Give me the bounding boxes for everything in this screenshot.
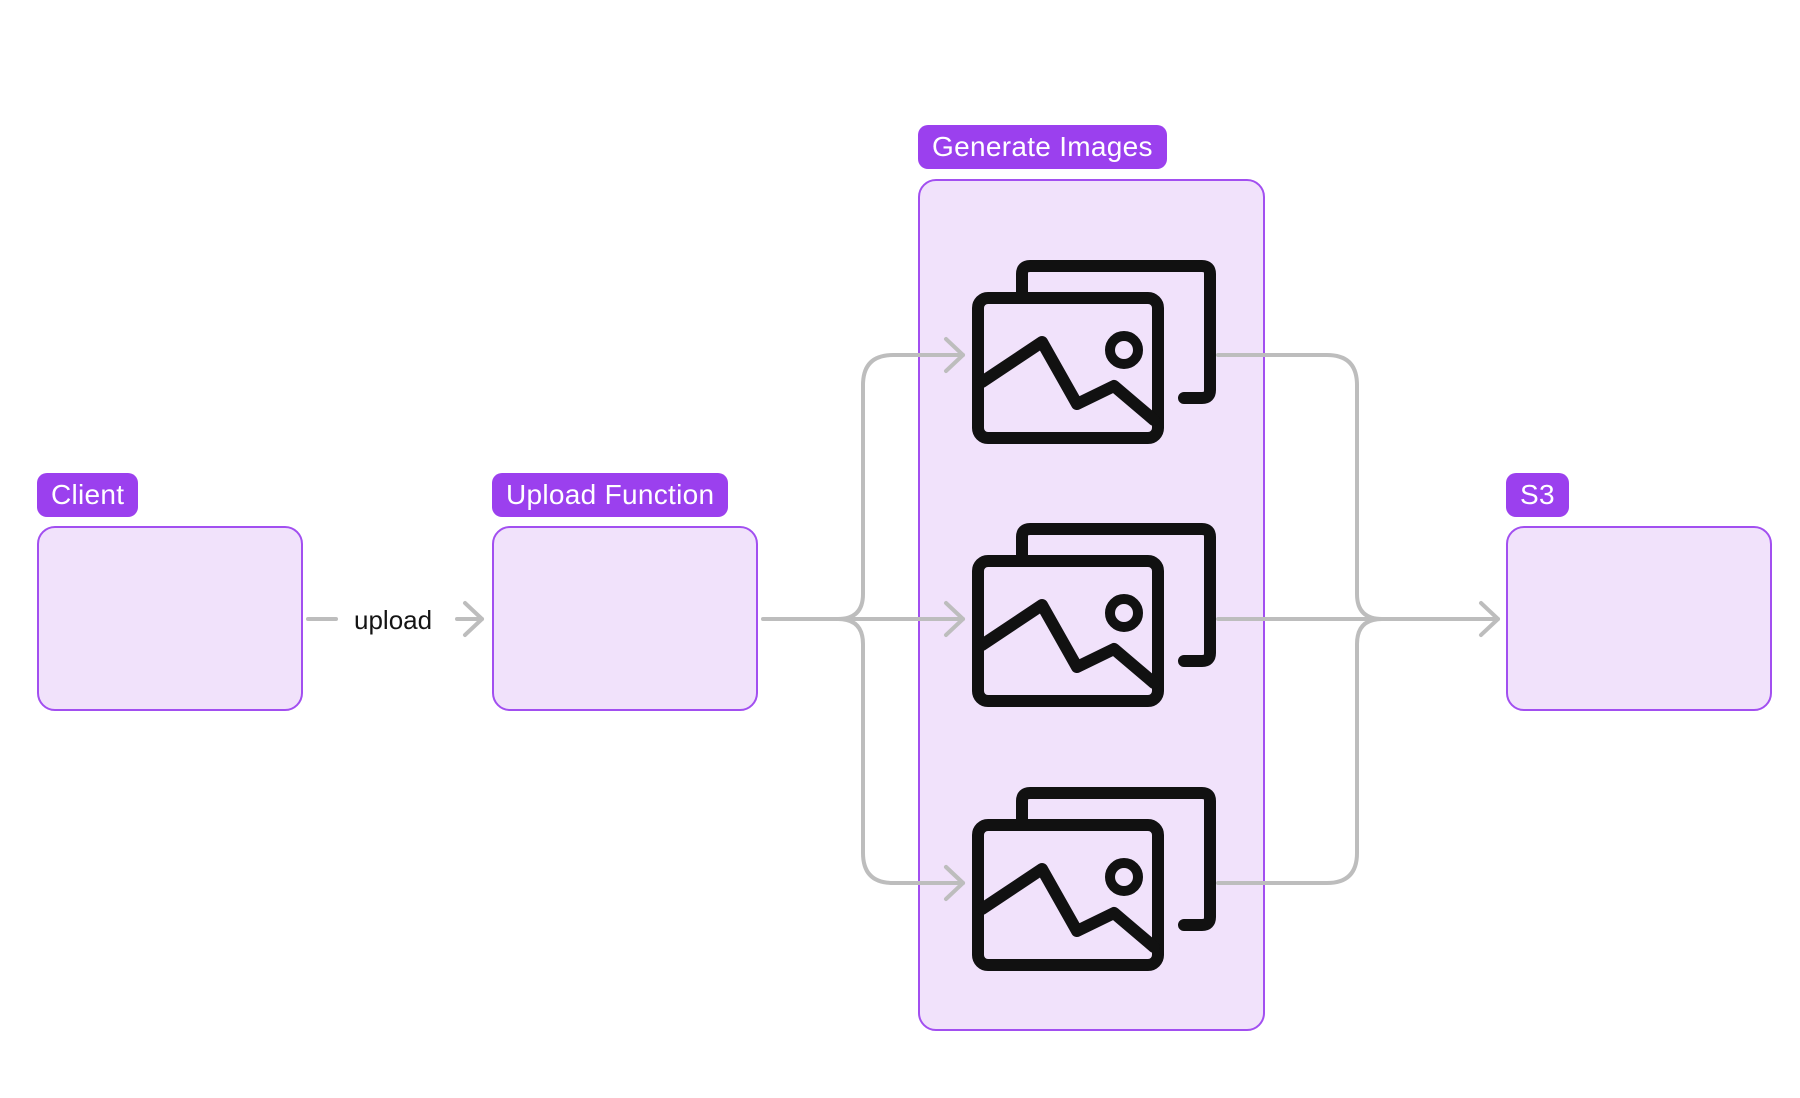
generate-to-s3-connectors	[1216, 353, 1500, 885]
upload-to-generate-connectors	[761, 337, 965, 901]
image-stack-icon	[978, 529, 1210, 701]
client-label: Client	[37, 473, 139, 517]
s3-label: S3	[1506, 473, 1569, 517]
upload-function-box[interactable]	[492, 526, 758, 711]
client-box[interactable]	[37, 526, 303, 711]
image-stack-icon	[978, 793, 1210, 965]
generate-images-label: Generate Images	[918, 125, 1167, 169]
client-to-upload-connector	[306, 601, 484, 637]
upload-edge-label: upload	[354, 605, 433, 635]
image-stack-icon	[978, 266, 1210, 438]
upload-function-label: Upload Function	[492, 473, 729, 517]
s3-box[interactable]	[1506, 526, 1772, 711]
